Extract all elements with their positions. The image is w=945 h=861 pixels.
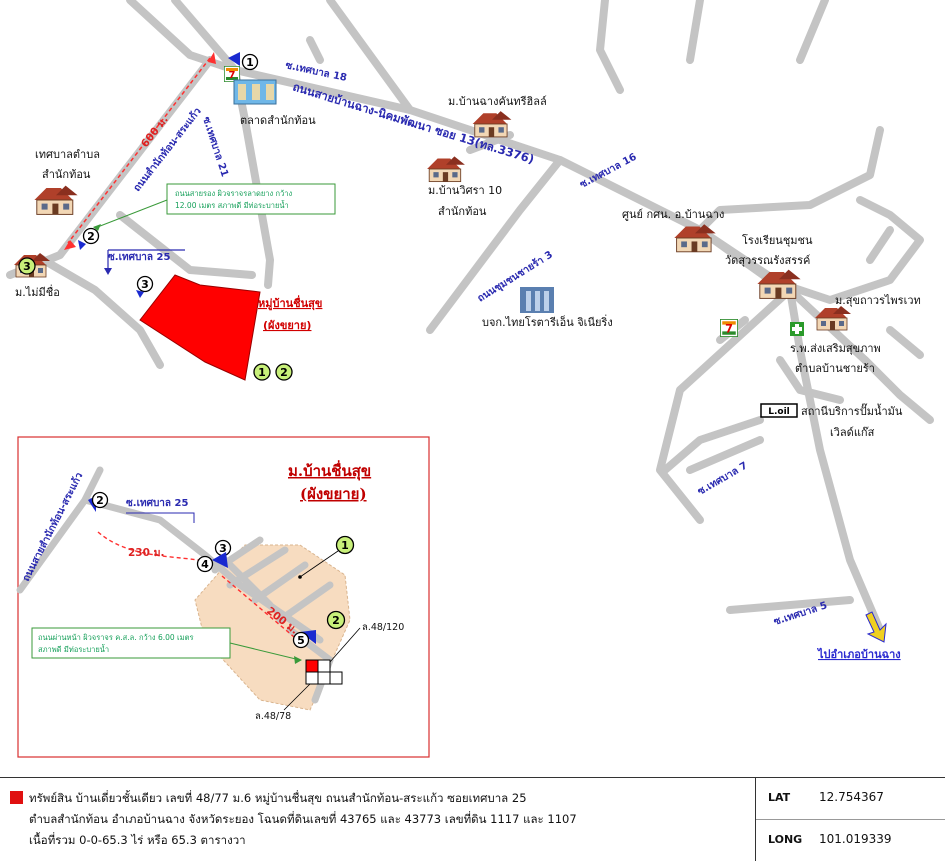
lat-value: 12.754367	[819, 790, 884, 804]
long-row: LONG 101.019339	[756, 819, 945, 861]
property-area	[139, 274, 261, 381]
inset-road-note-1: ถนนผ่านหน้า ผิวจราจร ค.ส.ล. กว้าง 6.00 เ…	[38, 633, 193, 642]
description-line-1: ทรัพย์สิน บ้านเดี่ยวชั้นเดียว เลขที่ 48/…	[29, 791, 527, 805]
kosano-label: ศูนย์ กศน. อ.บ้านฉาง	[622, 208, 724, 221]
svg-text:2: 2	[332, 614, 340, 627]
company-building-icon	[520, 287, 554, 313]
suk-varn-label: ม.สุขถาวรไพรเวท	[835, 294, 921, 307]
svg-text:3: 3	[219, 542, 227, 555]
house-icon-hill	[472, 110, 512, 138]
inset-marker-1-green: 1	[298, 535, 355, 579]
svg-text:2: 2	[96, 494, 104, 507]
inset-distance-230: 230 ม.	[128, 547, 164, 559]
wisara-label-1: ม.บ้านวิศรา 10	[428, 184, 502, 197]
inset-road-note-2: สภาพดี มีท่อระบายน้ำ	[38, 644, 109, 654]
gas-station-label-2: เวิลด์แก๊ส	[830, 426, 875, 439]
kosano-building-icon	[673, 223, 717, 253]
long-label: LONG	[768, 833, 803, 846]
inset-marker-3: 3	[214, 539, 232, 557]
lat-row: LAT 12.754367	[756, 778, 945, 819]
lat-label: LAT	[768, 791, 791, 804]
marker-2-green-map: 2	[275, 363, 293, 381]
house-icon-wisara	[426, 155, 466, 183]
inset-marker-4: 4	[196, 552, 228, 573]
coordinates-table: LAT 12.754367 LONG 101.019339	[755, 778, 945, 861]
marker-1-map: 1	[228, 52, 259, 71]
ban-chang-hill-label: ม.บ้านฉางคันทรีฮิลล์	[448, 95, 547, 108]
svg-text:5: 5	[297, 634, 305, 647]
municipality-label-1: เทศบาลตำบล	[35, 148, 100, 161]
subject-village-label-1: หมู่บ้านชื่นสุข	[258, 295, 322, 311]
long-value: 101.019339	[819, 832, 892, 846]
to-banchang-label: ไปอำเภอบ้านฉาง	[816, 647, 901, 661]
marker-1-green-map: 1	[253, 363, 271, 381]
inset-title-1: ม.บ้านชื่นสุข	[288, 460, 371, 481]
property-legend-swatch	[10, 791, 23, 804]
marker-3-map: 3	[136, 275, 154, 298]
company-label: บจก.ไทยโรตารีเอ็น จิเนียริ่ง	[482, 314, 613, 329]
svg-text:3: 3	[141, 278, 149, 291]
municipality-label-2: สำนักท้อน	[42, 168, 91, 181]
inset-title-2: (ผังขยาย)	[300, 485, 367, 503]
svg-text:3: 3	[23, 260, 31, 273]
municipality-building-icon	[33, 184, 79, 216]
inset-plot-b: ล.48/78	[255, 711, 291, 722]
svg-text:2: 2	[87, 230, 95, 243]
marker-2-map: 2	[78, 227, 100, 250]
market-label: ตลาดสำนักท้อน	[240, 114, 316, 127]
mai-mi-chue-label: ม.ไม่มีชื่อ	[15, 284, 60, 299]
inset-map: ม.บ้านชื่นสุข (ผังขยาย) ถนนสายสำนักท้อน-…	[16, 436, 430, 758]
property-footer: ทรัพย์สิน บ้านเดี่ยวชั้นเดียว เลขที่ 48/…	[0, 777, 945, 861]
gas-station-label-1: สถานีบริการปั๊มน้ำมัน	[801, 403, 903, 418]
seven-eleven-icon-2	[720, 319, 738, 337]
school-label-2: วัดสุวรรณรังสรรค์	[725, 254, 810, 267]
marker-3-green-map: 3	[18, 257, 36, 275]
inset-marker-5: 5	[292, 630, 316, 649]
road-label-soi21: ซ.เทศบาล 21	[200, 116, 230, 179]
inset-plot-a: ล.48/120	[362, 622, 404, 633]
direction-arrow-icon	[865, 611, 887, 643]
svg-text:1: 1	[246, 56, 254, 69]
hospital-label-2: ตำบลบ้านชายร้า	[795, 362, 875, 375]
svg-text:ถนนสายรอง ผิวจราจรลาดยาง กว้าง: ถนนสายรอง ผิวจราจรลาดยาง กว้าง	[175, 189, 293, 198]
svg-text:2: 2	[280, 366, 288, 379]
school-label-1: โรงเรียนชุมชน	[742, 233, 813, 247]
wisara-label-2: สำนักท้อน	[438, 205, 487, 218]
svg-text:1: 1	[341, 539, 349, 552]
house-icon-suk-varn	[814, 305, 852, 331]
description-line-2: ตำบลสำนักท้อน อำเภอบ้านฉาง จังหวัดระยอง …	[29, 812, 577, 826]
svg-text:4: 4	[201, 558, 209, 571]
inset-marker-2: 2	[88, 491, 109, 512]
road-label-soi25: ซ.เทศบาล 25	[108, 252, 170, 263]
svg-text:L.oil: L.oil	[768, 407, 790, 417]
inset-property-parcels	[305, 659, 343, 685]
location-map: 7 ซ.เทศบาล 18 ถนนสายบ้านฉาง-น	[6, 0, 934, 758]
hospital-label-1: ร.พ.ส่งเสริมสุขภาพ	[790, 342, 881, 355]
inset-soi25-label: ซ.เทศบาล 25	[126, 498, 188, 509]
property-description: ทรัพย์สิน บ้านเดี่ยวชั้นเดียว เลขที่ 48/…	[10, 788, 750, 851]
road-note-main: ถนนสายรอง ผิวจราจรลาดยาง กว้าง 12.00 เมต…	[93, 183, 336, 231]
subject-village-label-2: (ผังขยาย)	[263, 319, 311, 332]
inset-marker-2-green: 2	[326, 610, 346, 630]
svg-text:12.00 เมตร สภาพดี มีท่อระบายน้: 12.00 เมตร สภาพดี มีท่อระบายน้ำ	[175, 200, 289, 210]
gas-station-logo: L.oil	[760, 403, 798, 418]
hospital-icon	[790, 322, 804, 336]
market-icon	[233, 79, 277, 105]
svg-text:1: 1	[258, 366, 266, 379]
description-line-3: เนื้อที่รวม 0-0-65.3 ไร่ หรือ 65.3 ตาราง…	[29, 833, 246, 847]
